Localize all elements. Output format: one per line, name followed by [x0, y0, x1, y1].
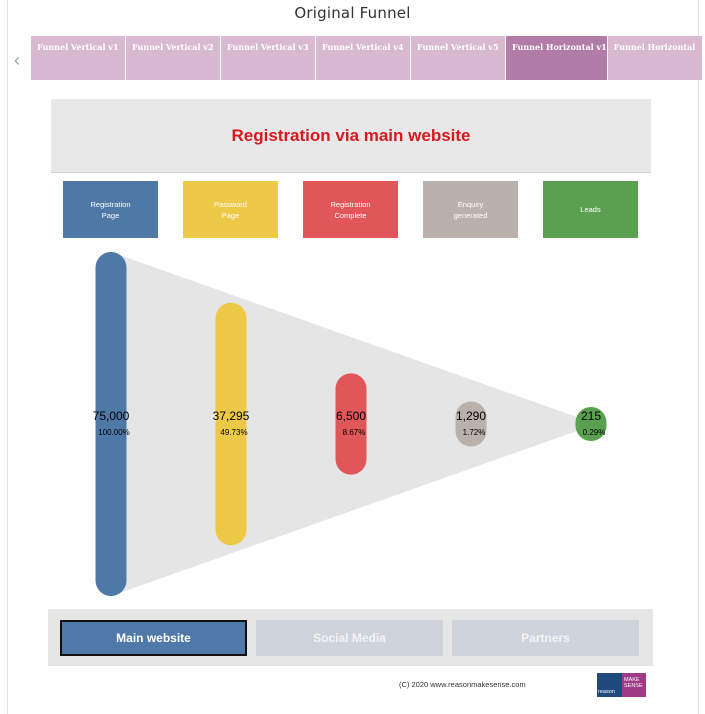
prev-tab-arrow-icon[interactable]: ‹	[14, 50, 20, 70]
legend-enquiry-generated: Enquiry generated	[423, 181, 518, 238]
copyright-text: (C) 2020 www.reasonmakesense.com	[399, 680, 526, 689]
value-label: 75,000	[93, 409, 130, 423]
main-website-button[interactable]: Main website	[60, 620, 247, 656]
logo-right-text: MAKE SENSE	[624, 677, 643, 689]
logo-make-sense: MAKE SENSE	[622, 673, 646, 697]
percent-label: 49.73%	[220, 428, 247, 437]
page-title: Original Funnel	[294, 4, 411, 22]
tab-funnel-vertical-v5[interactable]: Funnel Vertical v5	[411, 36, 505, 80]
percent-label: 0.29%	[583, 428, 606, 437]
logo-reason: reason	[597, 673, 622, 697]
story-tabs: Funnel Vertical v1 Funnel Vertical v2 Fu…	[31, 36, 702, 80]
percent-label: 1.72%	[463, 428, 486, 437]
value-label: 6,500	[336, 409, 366, 423]
tab-funnel-vertical-v3[interactable]: Funnel Vertical v3	[221, 36, 315, 80]
funnel-bar-registration-page	[95, 252, 127, 596]
percent-label: 100.00%	[98, 428, 130, 437]
tab-funnel-vertical-v2[interactable]: Funnel Vertical v2	[126, 36, 220, 80]
tab-funnel-vertical-v4[interactable]: Funnel Vertical v4	[316, 36, 410, 80]
percent-label: 8.67%	[343, 428, 366, 437]
value-label: 1,290	[456, 409, 486, 423]
banner: Registration via main website	[51, 99, 651, 173]
logo-left-text: reason	[598, 689, 615, 695]
left-border	[7, 0, 8, 714]
legend-leads: Leads	[543, 181, 638, 238]
right-border	[698, 0, 699, 714]
tab-funnel-horizontal[interactable]: Funnel Horizontal	[607, 36, 702, 80]
tab-funnel-horizontal-v1[interactable]: Funnel Horizontal v1	[506, 36, 607, 80]
value-label: 37,295	[213, 409, 250, 423]
partners-button[interactable]: Partners	[452, 620, 639, 656]
legend-registration-page: Registration Page	[63, 181, 158, 238]
legend-password-page: Password Page	[183, 181, 278, 238]
banner-title: Registration via main website	[231, 126, 471, 145]
funnel-bar-leads	[575, 407, 607, 441]
funnel-bar-registration-complete	[335, 373, 367, 475]
tab-funnel-vertical-v1[interactable]: Funnel Vertical v1	[31, 36, 125, 80]
value-label: 215	[581, 409, 601, 423]
channel-toggle-bar: Main website Social Media Partners	[48, 609, 653, 666]
funnel-bar-password-page	[215, 302, 247, 546]
social-media-button[interactable]: Social Media	[256, 620, 443, 656]
legend-registration-complete: Registration Complete	[303, 181, 398, 238]
funnel-bar-enquiry-generated	[455, 401, 487, 447]
